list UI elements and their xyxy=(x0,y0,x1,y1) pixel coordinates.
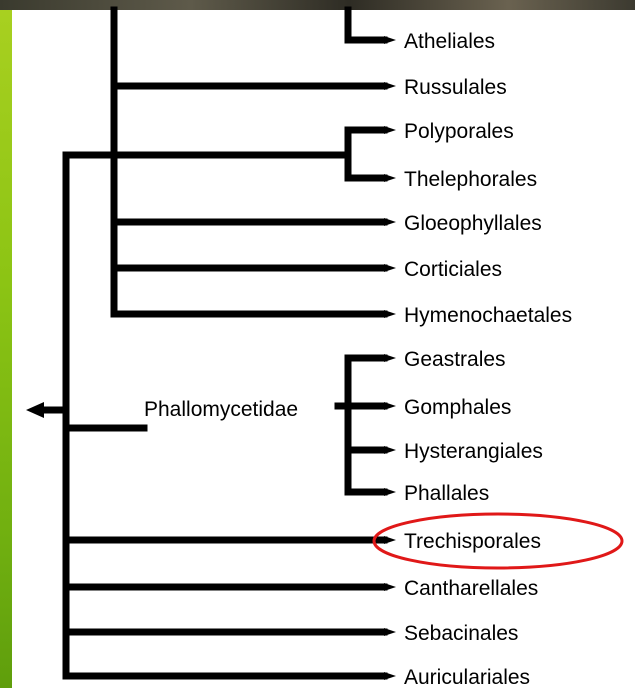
tip-gomphales xyxy=(384,402,396,410)
taxon-label-cantharellales: Cantharellales xyxy=(404,577,538,600)
taxon-label-atheliales: Atheliales xyxy=(404,30,495,53)
tip-hymenochaetales xyxy=(384,310,396,318)
tip-phallales xyxy=(384,488,396,496)
tree-branches xyxy=(44,10,384,676)
branch-tips xyxy=(384,36,396,680)
tip-gloeophyllales xyxy=(384,218,396,226)
taxon-label-phallales: Phallales xyxy=(404,482,489,505)
taxon-label-trechisporales: Trechisporales xyxy=(404,530,541,553)
left-arrow-icon xyxy=(26,402,44,418)
taxon-label-gloeophyllales: Gloeophyllales xyxy=(404,212,542,235)
taxon-label-auriculariales: Auriculariales xyxy=(404,666,530,688)
taxon-labels: Atheliales Russulales Polyporales Thelep… xyxy=(404,30,572,688)
tip-hysterangiales xyxy=(384,446,396,454)
clade-label-phallomycetidae: Phallomycetidae xyxy=(144,398,298,421)
tip-russulales xyxy=(384,82,396,90)
tip-sebacinales xyxy=(384,628,396,636)
taxon-label-russulales: Russulales xyxy=(404,76,507,99)
taxon-label-hymenochaetales: Hymenochaetales xyxy=(404,304,572,327)
tip-geastrales xyxy=(384,354,396,362)
taxon-label-sebacinales: Sebacinales xyxy=(404,622,518,645)
taxon-label-thelephorales: Thelephorales xyxy=(404,168,537,191)
tip-auriculariales xyxy=(384,672,396,680)
tip-thelephorales xyxy=(384,174,396,182)
taxon-label-corticiales: Corticiales xyxy=(404,258,502,281)
taxon-label-gomphales: Gomphales xyxy=(404,396,511,419)
tip-corticiales xyxy=(384,264,396,272)
taxon-label-polyporales: Polyporales xyxy=(404,120,514,143)
taxon-label-geastrales: Geastrales xyxy=(404,348,506,371)
taxon-label-hysterangiales: Hysterangiales xyxy=(404,440,543,463)
tip-polyporales xyxy=(384,126,396,134)
tip-cantharellales xyxy=(384,583,396,591)
tip-trechisporales xyxy=(384,536,396,544)
tip-atheliales xyxy=(384,36,396,44)
